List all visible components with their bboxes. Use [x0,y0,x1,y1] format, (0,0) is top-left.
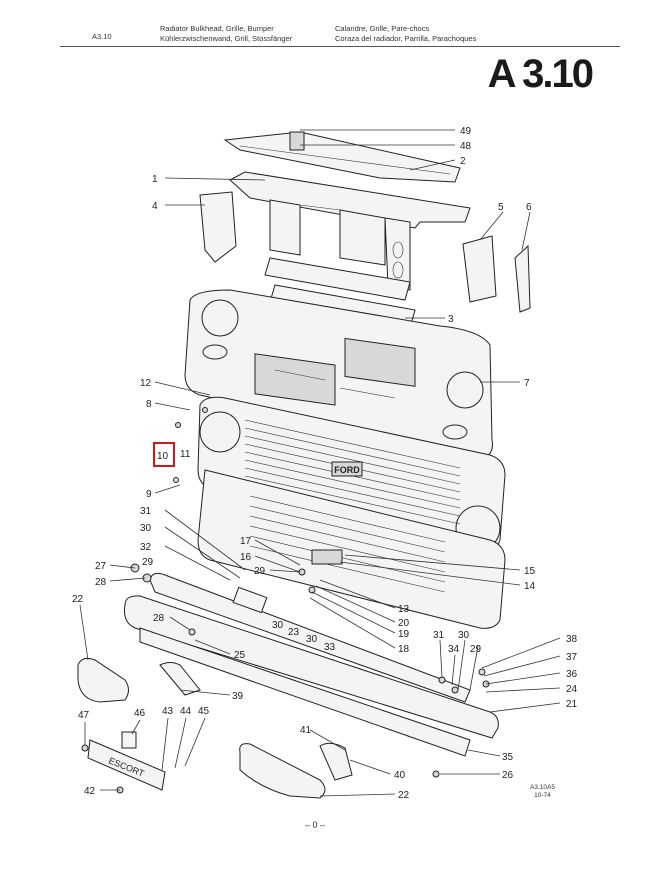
part-number-plate: ESCORT [87,731,166,791]
part-top-panel [223,131,461,183]
callout-7: 7 [524,378,530,389]
ref-code-line2: 10-74 [534,792,551,799]
callout-41: 41 [300,725,312,736]
callout-34: 34 [448,644,460,655]
callout-47: 47 [78,710,90,721]
section-title: A 3.10 [487,52,594,96]
header-title-de: Kühlerzwischenwand, Grill, Stossfänger [160,34,293,43]
callout-27: 27 [95,561,107,572]
part-radiator-bulkhead [229,171,471,291]
callout-29: 29 [142,557,154,568]
callout-39: 39 [232,691,244,702]
callout-31b: 31 [433,630,445,641]
callout-4: 4 [152,201,158,212]
callout-30c: 30 [306,634,318,645]
callout-29c: 29 [470,644,482,655]
callout-28b: 28 [153,613,165,624]
callout-18: 18 [398,644,410,655]
part-side-brackets [199,191,531,313]
callout-48: 48 [460,141,472,152]
callout-37: 37 [566,652,578,663]
callout-32: 32 [140,542,152,553]
callout-20: 20 [398,618,410,629]
callout-11: 11 [180,449,191,460]
header-title-en: Radiator Bulkhead, Grille, Bumper [160,24,274,33]
callout-17: 17 [240,536,252,547]
page-number: – 0 – [305,820,326,830]
callout-30: 30 [140,523,152,534]
callout-33: 33 [324,642,336,653]
callout-6: 6 [526,202,532,213]
callout-9: 9 [146,489,152,500]
callout-35: 35 [502,752,514,763]
drawing-reference: A3.10A5 10-74 [530,784,555,800]
part-fasteners [81,407,490,794]
leader-lines [79,129,561,797]
callout-labels: 49 48 2 1 4 5 6 3 7 12 8 11 10 9 31 30 3… [72,126,578,801]
callout-16: 16 [240,552,252,563]
callout-42: 42 [84,786,96,797]
callout-8: 8 [146,399,152,410]
callout-10: 10 [157,451,169,462]
header-code: A3.10 [92,32,112,41]
callout-49: 49 [460,126,472,137]
header-rule [60,46,620,47]
callout-13: 13 [398,604,410,615]
part-grille: FORD [197,396,506,553]
callout-10-highlight [153,442,175,467]
callout-46: 46 [134,708,146,719]
callout-22: 22 [72,594,84,605]
callout-12: 12 [140,378,152,389]
callout-43: 43 [162,706,174,717]
callout-25: 25 [234,650,246,661]
callout-1: 1 [152,174,158,185]
grille-badge: FORD [334,465,360,475]
ref-code-line1: A3.10A5 [530,784,555,791]
callout-26: 26 [502,770,514,781]
callout-38: 38 [566,634,578,645]
callout-24: 24 [566,684,578,695]
callout-22b: 22 [398,790,410,801]
callout-19: 19 [398,629,410,640]
callout-2: 2 [460,156,466,167]
header-title-es: Coraza del radiador, Parrilla, Parachoqu… [335,34,477,43]
callout-14: 14 [524,581,536,592]
callout-30b: 30 [272,620,284,631]
callout-3: 3 [448,314,454,325]
callout-28: 28 [95,577,107,588]
callout-15: 15 [524,566,536,577]
callout-45: 45 [198,706,210,717]
callout-5: 5 [498,202,504,213]
callout-36: 36 [566,669,578,680]
callout-21: 21 [566,699,578,710]
callout-31: 31 [140,506,152,517]
callout-23: 23 [288,627,300,638]
callout-40: 40 [394,770,406,781]
header-title-fr: Calandre, Grille, Pare-chocs [335,24,430,33]
callout-29b: 29 [254,566,266,577]
part-lower-grille [197,469,506,629]
callout-44: 44 [180,706,192,717]
callout-30d: 30 [458,630,470,641]
part-front-bumper [77,572,499,799]
